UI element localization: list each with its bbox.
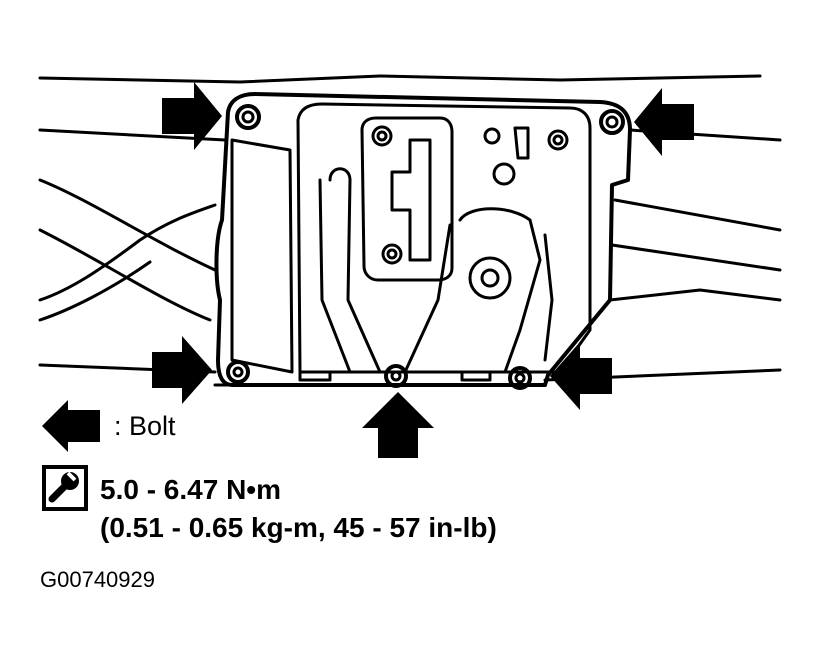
arrow-icon [152, 82, 694, 458]
left-harness-2 [38, 260, 152, 322]
torque-imperial: (0.51 - 0.65 kg-m, 45 - 57 in-lb) [100, 512, 497, 543]
arrow-bottom-left [152, 336, 212, 404]
left-harness [38, 203, 217, 302]
gate-slot [390, 138, 432, 262]
tab-right [460, 370, 492, 382]
arrow-top-right [634, 88, 694, 156]
top-edge-line [38, 74, 762, 84]
plate-screw-3 [547, 129, 569, 151]
gate-plate [360, 116, 454, 282]
inner-plate [296, 102, 592, 374]
bolt-bottom-right [508, 366, 532, 390]
arrow-icon [42, 400, 100, 452]
bracket-outline [214, 92, 632, 387]
arrow-bottom-right [550, 342, 612, 410]
gate-screw-2 [381, 243, 403, 265]
bolt-bottom-center [384, 364, 408, 388]
right-channel-inner [403, 223, 452, 374]
left-panel [230, 138, 294, 374]
arrow-bottom-center [362, 392, 434, 458]
figure-id: G00740929 [40, 567, 155, 592]
legend [42, 400, 242, 456]
left-slot-inner [318, 178, 352, 374]
right-channel-outer [543, 233, 554, 362]
left-slot [328, 167, 382, 374]
small-screw [483, 127, 501, 145]
left-cable-lower [38, 228, 212, 322]
bolt-top-left [235, 104, 261, 130]
torque-wrench-icon [42, 465, 88, 511]
torque-metric: 5.0 - 6.47 N•m [100, 474, 282, 505]
bolt-bottom-left [226, 360, 250, 384]
right-channel [458, 207, 542, 374]
right-lower-line [608, 288, 782, 302]
legend-label: : Bolt [114, 411, 176, 441]
bolt-top-right [599, 109, 625, 135]
left-cable-upper [38, 178, 217, 272]
right-cable-2 [610, 243, 782, 272]
latch [513, 126, 530, 160]
right-cable [613, 198, 782, 232]
arrow-top-left [162, 82, 222, 150]
gate-screw-1 [371, 125, 393, 147]
tab-left [298, 370, 332, 382]
small-boss [492, 162, 516, 186]
pivot-boss [468, 256, 512, 300]
